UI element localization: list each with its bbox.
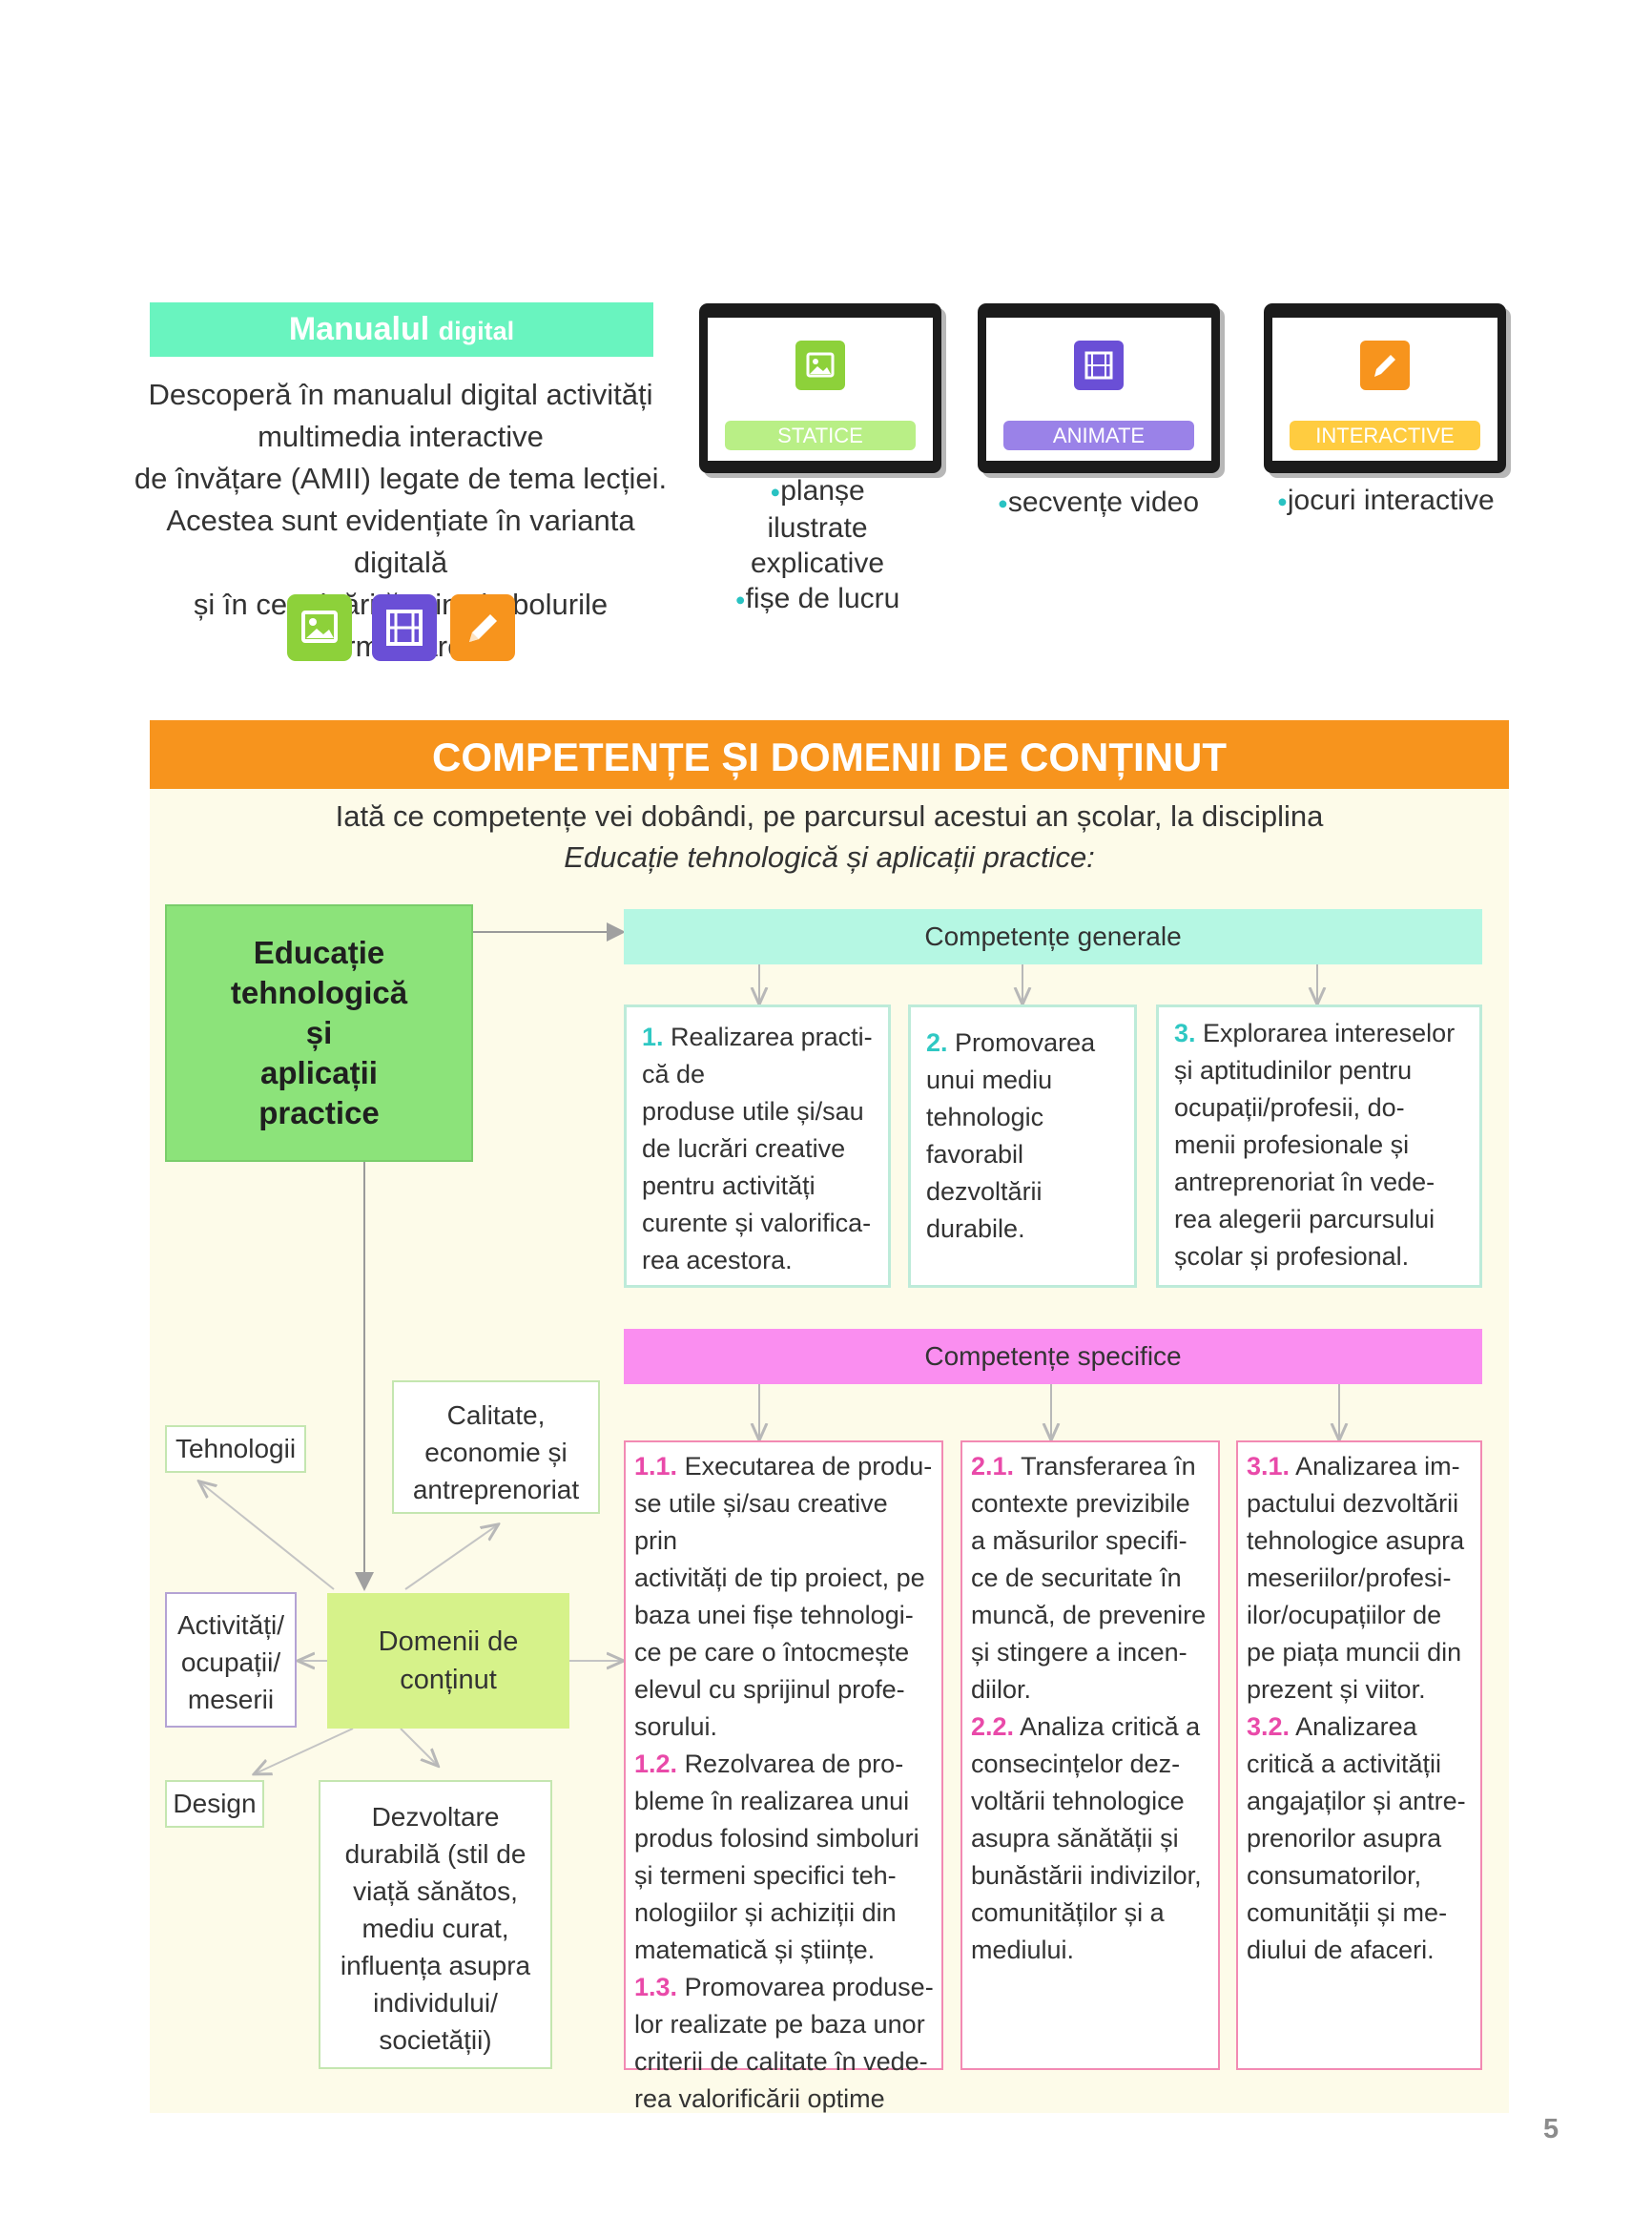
domain-activitati: Activități/ ocupații/ meserii [165,1592,297,1728]
subject-line: și [231,1013,407,1053]
domain-calitate: Calitate, economie și antreprenoriat [392,1380,600,1514]
competency-number: 2. [926,1028,948,1057]
general-competency-1: 1. Realizarea practi- că de produse util… [624,1004,891,1288]
subject-box: Educație tehnologică și aplicații practi… [165,904,473,1162]
subject-line: practice [231,1093,407,1133]
general-competency-2: 2. Promovarea unui mediu tehnologic favo… [908,1004,1137,1288]
specific-competencies-2: 2.1. Transferarea în contexte previzibil… [960,1440,1220,2070]
domain-design: Design [165,1780,264,1828]
page-number: 5 [1543,2114,1559,2145]
general-competency-3: 3. Explorarea intereselor și aptitudinil… [1156,1004,1482,1288]
subject-line: aplicații [231,1053,407,1093]
specific-competencies-3: 3.1. Analizarea im- pactului dezvoltării… [1236,1440,1482,2070]
specific-competencies-bar: Competențe specifice [624,1329,1482,1384]
competency-number: 1. [642,1023,664,1051]
domain-tehnologii: Tehnologii [165,1425,306,1473]
domains-center: Domenii de conținut [327,1593,569,1729]
domain-dezvoltare: Dezvoltare durabilă (stil de viață sănăt… [319,1780,552,2069]
competency-number: 3. [1174,1019,1196,1047]
subject-line: tehnologică [231,973,407,1013]
general-competencies-bar: Competențe generale [624,909,1482,964]
subject-line: Educație [231,933,407,973]
specific-competencies-1: 1.1. Executarea de produ- se utile și/sa… [624,1440,943,2070]
